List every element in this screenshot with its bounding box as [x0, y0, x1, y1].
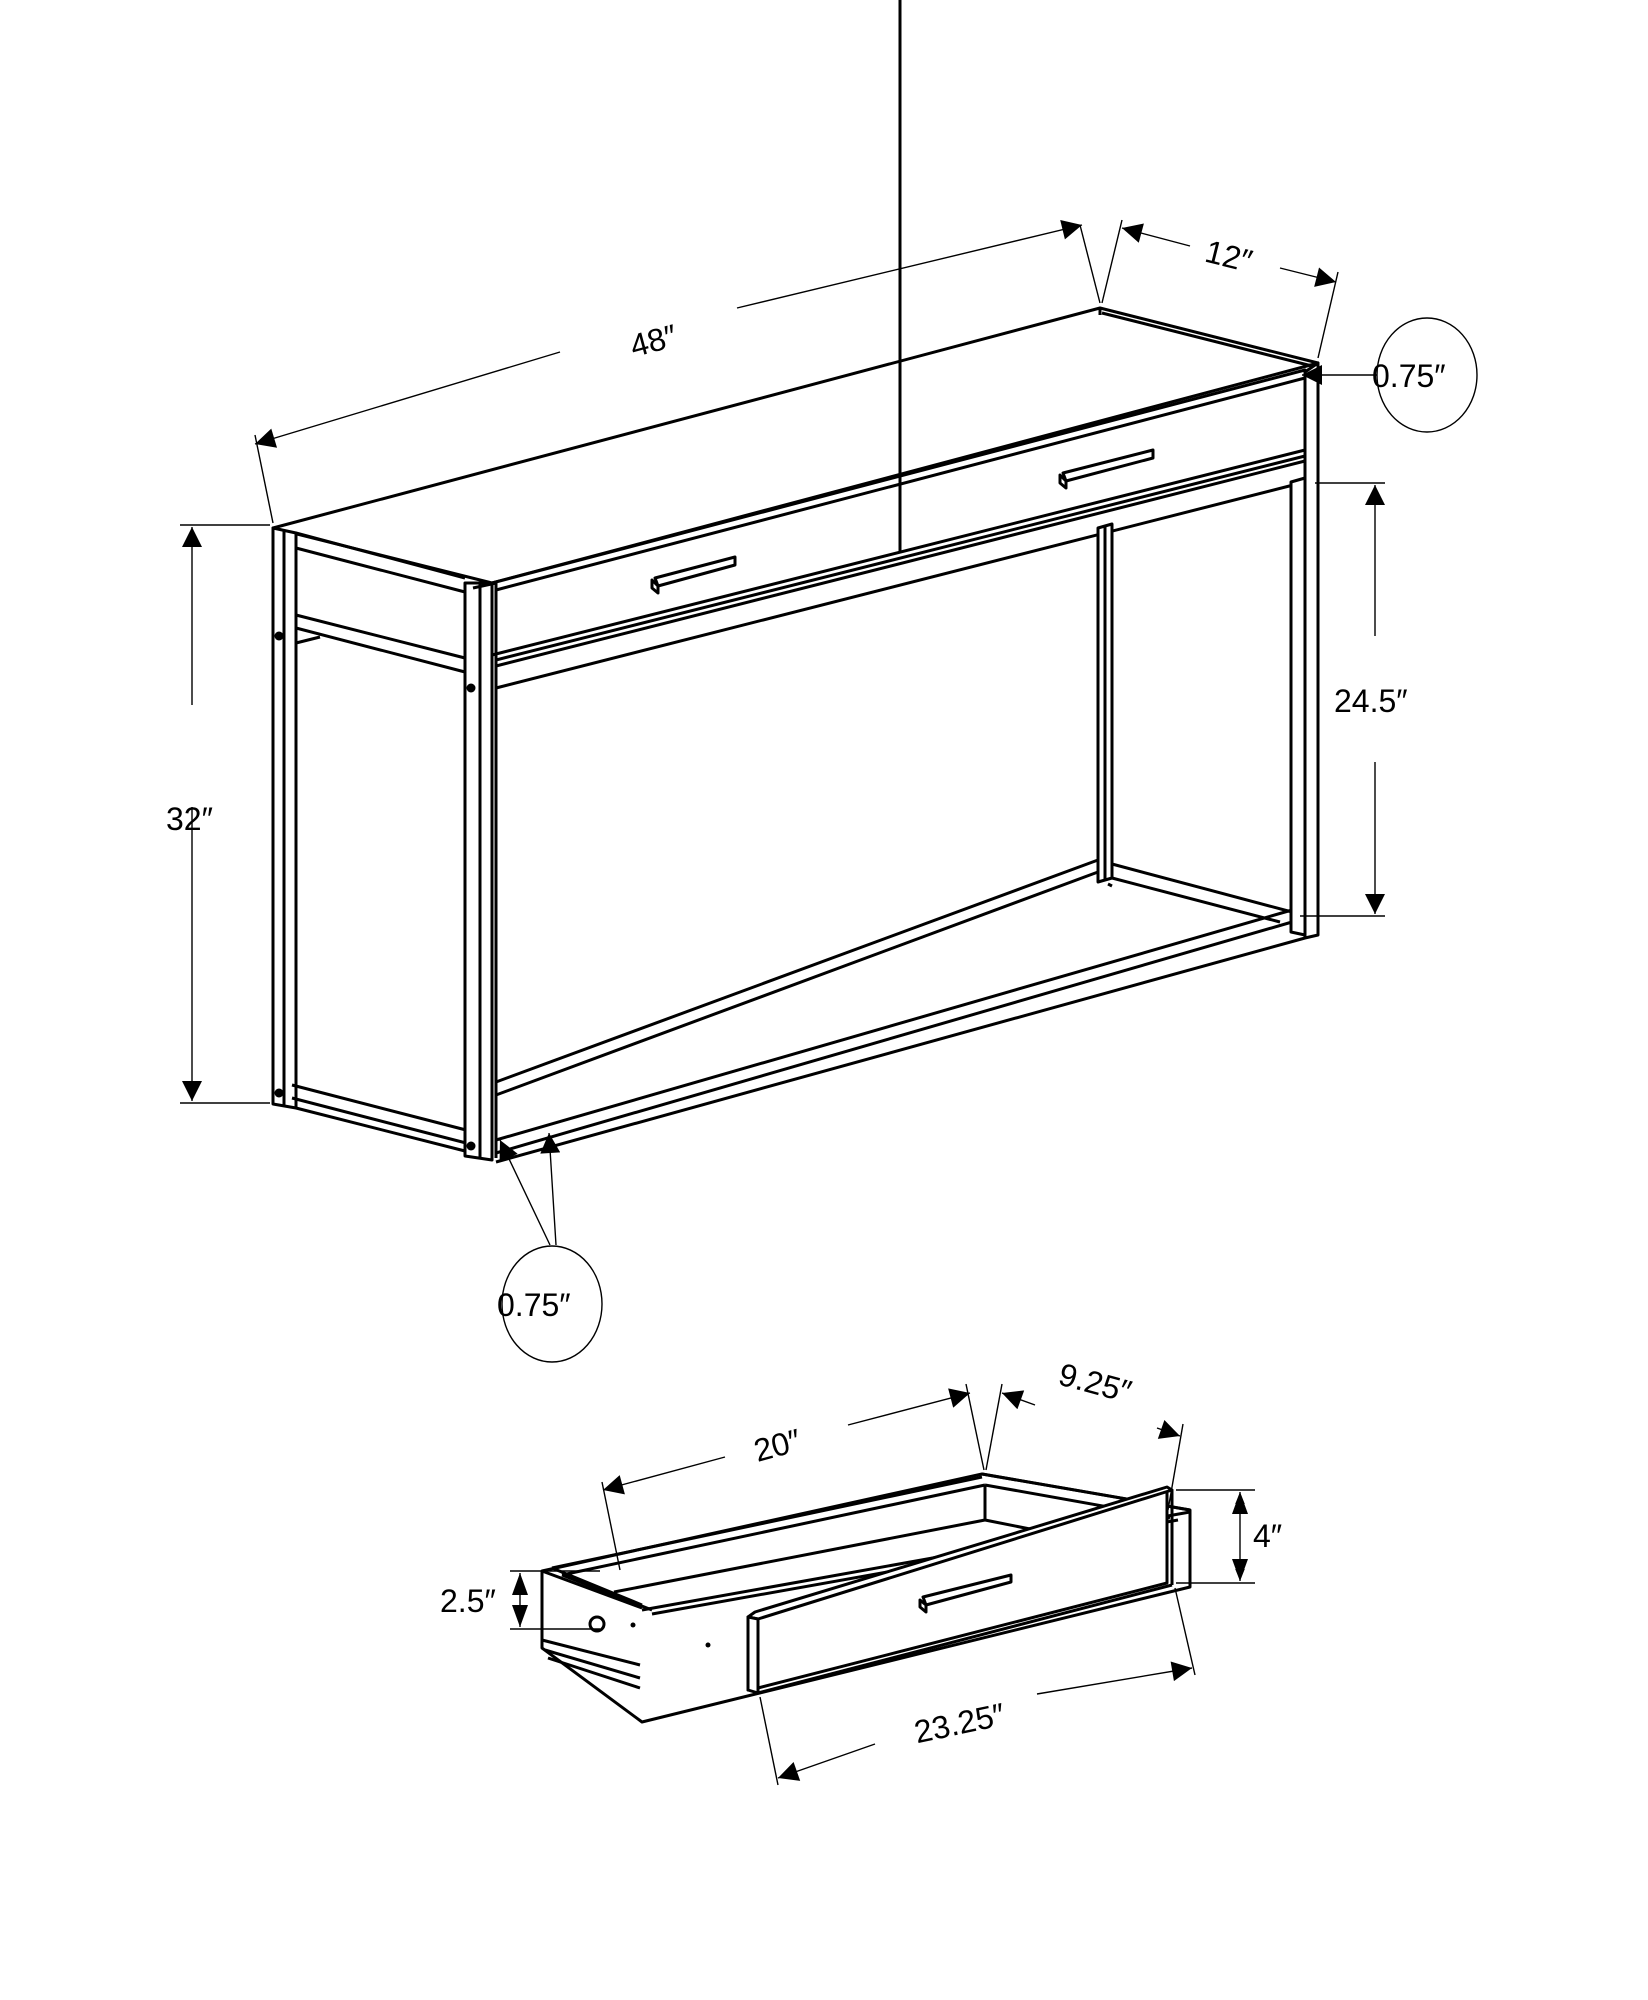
drawer-box-height-label: 2.5″ — [440, 1583, 496, 1619]
width-label: 48″ — [626, 317, 681, 364]
clearance-label: 24.5″ — [1334, 683, 1408, 719]
callout-circle — [1376, 317, 1478, 433]
drawer — [540, 1472, 1192, 1724]
depth-label: 12″ — [1202, 233, 1256, 279]
drawer-handle-right — [1058, 448, 1155, 490]
drawer-slide-roller-icon — [588, 1615, 606, 1633]
drawer-front-width-label: 23.25″ — [911, 1696, 1008, 1750]
drawer-handle-left — [650, 555, 737, 595]
console-table — [271, 0, 1320, 1164]
height-label: 32″ — [166, 801, 213, 837]
top-thickness-label: 0.75″ — [1372, 358, 1446, 394]
screw-icon — [466, 683, 476, 693]
drawer-front-height-label: 4″ — [1253, 1518, 1282, 1554]
screw-icon — [274, 631, 284, 641]
drawer-depth-label: 20″ — [750, 1422, 805, 1469]
frame-thickness-label: 0.75″ — [497, 1287, 571, 1323]
callout-circle — [501, 1245, 603, 1363]
screw-icon — [466, 1141, 476, 1151]
drawer-handle — [918, 1573, 1013, 1614]
rivet-icon — [705, 1642, 711, 1648]
rivet-icon — [630, 1622, 636, 1628]
drawer-width-label: 9.25″ — [1055, 1356, 1135, 1410]
screw-icon — [274, 1088, 284, 1098]
right-front-leg — [1289, 476, 1307, 937]
